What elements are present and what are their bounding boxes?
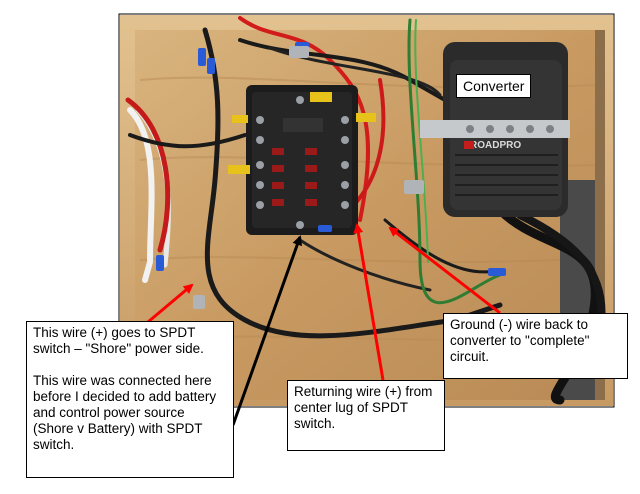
callout-ground-wire: Ground (-) wire back to converter to "co…: [443, 313, 628, 379]
callout-returning-wire: Returning wire (+) from center lug of SP…: [287, 380, 445, 451]
arrow-black: [231, 235, 303, 426]
callout-shore-wire: This wire (+) goes to SPDT switch – "Sho…: [26, 321, 234, 478]
arrow-red-middle: [353, 223, 385, 381]
callout-shore-wire-line1: This wire (+) goes to SPDT switch – "Sho…: [33, 325, 204, 356]
callout-returning-wire-text: Returning wire (+) from center lug of SP…: [294, 384, 433, 431]
cable-clamps: [193, 46, 538, 309]
arrow-red-left: [147, 283, 194, 324]
annotation-arrows: [147, 223, 501, 426]
callout-ground-wire-text: Ground (-) wire back to converter to "co…: [450, 317, 590, 364]
fuse-block: [228, 85, 376, 235]
arrow-red-right: [388, 226, 501, 315]
callout-shore-wire-line2: This wire was connected here before I de…: [33, 373, 217, 452]
converter-label: Converter: [456, 74, 532, 98]
converter-brand: ROADPRO: [470, 140, 521, 151]
